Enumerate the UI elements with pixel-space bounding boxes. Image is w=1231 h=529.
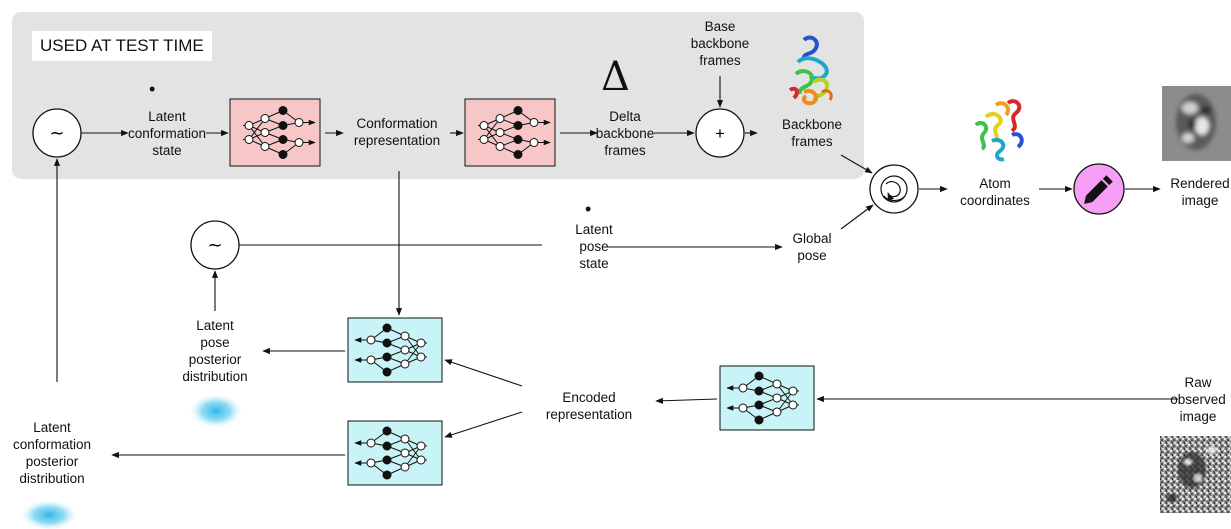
conformation-encoder-head	[347, 420, 443, 486]
rendered-image-label: Rendered image	[1170, 176, 1230, 208]
base-backbone-frames-label: Base backbone frames	[690, 19, 750, 68]
raw-observed-image	[1160, 436, 1231, 513]
pose-encoder-head	[347, 317, 443, 383]
raw-observed-image-label: Raw observed image	[1170, 375, 1226, 424]
decoder-network-1	[229, 98, 321, 167]
test-time-panel	[12, 12, 864, 179]
neural-network-icon	[354, 323, 427, 377]
delta-backbone-frames-label: Delta backbone frames	[595, 109, 655, 158]
renderer-node	[1073, 163, 1125, 215]
backbone-frames-label: Backbone frames	[781, 117, 843, 149]
protein-structure-icon	[974, 99, 1024, 162]
test-time-label: USED AT TEST TIME	[32, 31, 212, 61]
global-pose-label: Global pose	[792, 231, 832, 263]
plus-icon: +	[715, 124, 725, 143]
decoder-network-2	[464, 98, 556, 167]
protein-structure-icon	[788, 35, 833, 106]
latent-pose-posterior-label: Latent pose posterior distribution	[182, 318, 248, 384]
delta-symbol: Δ	[601, 54, 630, 100]
frames-to-atoms-node	[869, 164, 919, 214]
pose-sampler: ~	[190, 220, 240, 270]
conformation-representation-label: Conformation representation	[353, 116, 441, 148]
neural-network-icon	[354, 426, 427, 480]
rendered-image	[1162, 86, 1231, 161]
latent-conformation-state-label: Latent conformation state	[127, 109, 207, 158]
encoded-representation-label: Encoded representation	[545, 390, 633, 422]
latent-pose-dot: •	[585, 199, 592, 219]
pose-posterior-blob	[190, 394, 242, 428]
atom-coordinates-label: Atom coordinates	[960, 176, 1030, 208]
image-encoder	[719, 365, 815, 431]
tilde-sampler-icon: ~	[207, 235, 222, 256]
conformation-sampler: ~	[32, 108, 82, 158]
latent-conformation-dot: •	[149, 79, 156, 99]
conformation-posterior-blob	[21, 500, 77, 529]
connections	[53, 76, 1178, 459]
latent-pose-state-label: Latent pose state	[575, 222, 613, 271]
pencil-icon	[1084, 175, 1113, 204]
neural-network-icon	[478, 106, 551, 159]
add-node: +	[695, 108, 745, 158]
neural-network-icon	[243, 106, 316, 159]
latent-conformation-posterior-label: Latent conformation posterior distributi…	[12, 420, 92, 486]
tilde-sampler-icon: ~	[49, 123, 64, 144]
neural-network-icon	[726, 371, 799, 425]
rotation-icon	[880, 175, 908, 203]
